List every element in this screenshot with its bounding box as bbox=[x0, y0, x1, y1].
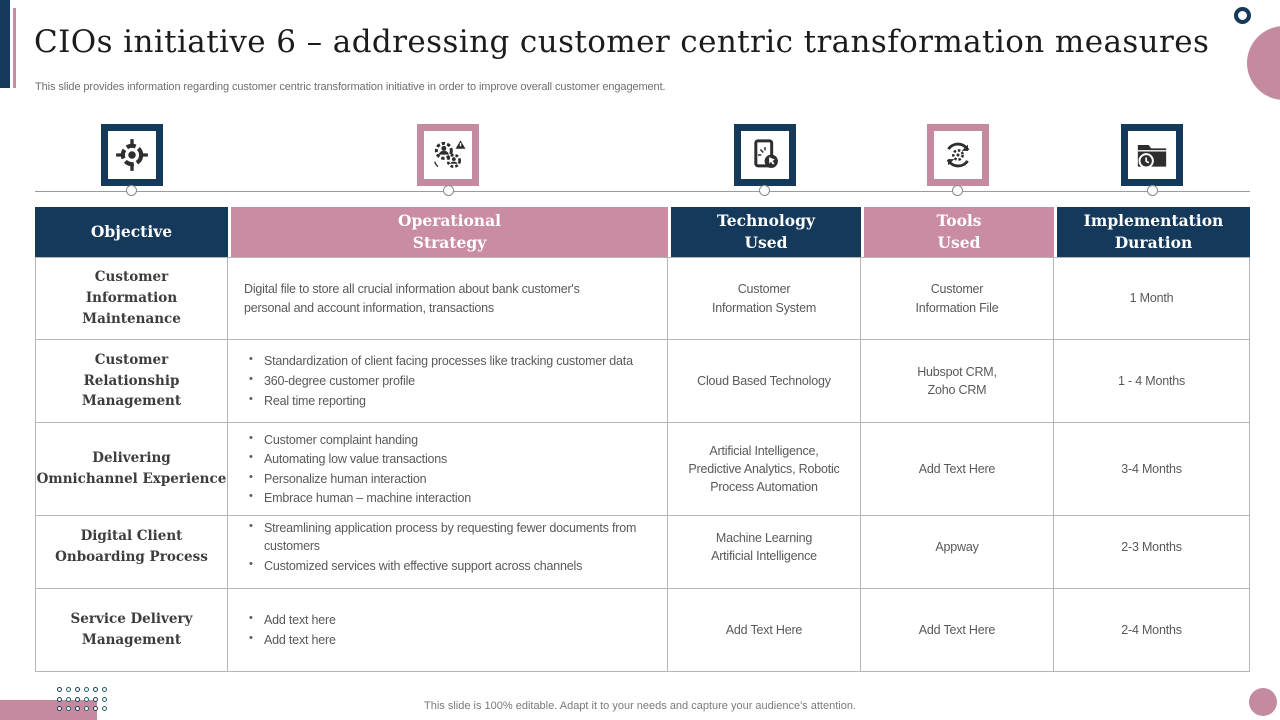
objective-cell: Customer Relationship Management bbox=[35, 340, 228, 423]
table-row: Digital Client Onboarding Process Stream… bbox=[35, 506, 1250, 589]
strategy-bullet: Customized services with effective suppo… bbox=[244, 557, 653, 575]
footer-note: This slide is 100% editable. Adapt it to… bbox=[424, 700, 856, 712]
top-right-circle-decoration bbox=[1247, 26, 1280, 100]
tools-cell: Customer Information File bbox=[861, 257, 1054, 340]
strategy-bullet: Streamlining application process by requ… bbox=[244, 519, 653, 555]
measures-table: Objective Operational Strategy Technolog… bbox=[35, 207, 1250, 672]
timeline-node bbox=[1146, 185, 1158, 196]
table-row: Delivering Omnichannel Experience Custom… bbox=[35, 423, 1250, 516]
tools-cell: Add Text Here bbox=[861, 423, 1054, 516]
strategy-bullet: Customer complaint handing bbox=[244, 431, 471, 449]
strategy-bullet: Add text here bbox=[244, 631, 336, 649]
technology-cell: Add Text Here bbox=[668, 589, 861, 672]
technology-cell: Artificial Intelligence, Predictive Anal… bbox=[668, 423, 861, 516]
tools-cell: Add Text Here bbox=[861, 589, 1054, 672]
objective-cell: Customer Information Maintenance bbox=[35, 257, 228, 340]
technology-cell: Cloud Based Technology bbox=[668, 340, 861, 423]
timeline-node bbox=[952, 185, 963, 196]
header-operational-strategy: Operational Strategy bbox=[228, 207, 668, 257]
strategy-bullet: Automating low value transactions bbox=[244, 450, 471, 468]
strategy-bullet: Standardization of client facing process… bbox=[244, 352, 633, 370]
left-accent-bar bbox=[0, 0, 10, 88]
timeline bbox=[35, 124, 1250, 202]
bottom-left-accent bbox=[0, 700, 97, 720]
strategy-cell: Standardization of client facing process… bbox=[228, 340, 668, 423]
timeline-node bbox=[759, 185, 770, 196]
table-row: Customer Relationship Management Standar… bbox=[35, 340, 1250, 423]
strategy-text: Digital file to store all crucial inform… bbox=[244, 282, 580, 315]
strategy-cell: Streamlining application process by requ… bbox=[228, 506, 668, 589]
header-tools-used: Tools Used bbox=[861, 207, 1054, 257]
header-technology-used: Technology Used bbox=[668, 207, 861, 257]
bottom-right-circle-decoration bbox=[1249, 688, 1277, 716]
left-accent-line bbox=[13, 8, 16, 88]
duration-cell: 2-3 Months bbox=[1054, 506, 1250, 589]
table-row: Service Delivery Management Add text her… bbox=[35, 589, 1250, 672]
strategy-bullet: Embrace human – machine interaction bbox=[244, 489, 471, 507]
duration-cell: 1 - 4 Months bbox=[1054, 340, 1250, 423]
sync-gear-icon bbox=[926, 124, 989, 186]
slide-subtitle: This slide provides information regardin… bbox=[35, 81, 666, 93]
top-right-ring-decoration bbox=[1234, 7, 1251, 24]
timeline-node bbox=[442, 185, 454, 196]
tools-cell: Appway bbox=[861, 506, 1054, 589]
table-row: Customer Information Maintenance Digital… bbox=[35, 257, 1250, 340]
timeline-line bbox=[35, 191, 1250, 192]
technology-cell: Machine Learning Artificial Intelligence bbox=[668, 506, 861, 589]
strategy-bullet: Add text here bbox=[244, 611, 336, 629]
folder-clock-icon bbox=[1121, 124, 1183, 186]
strategy-bullet: Real time reporting bbox=[244, 392, 633, 410]
objective-cell: Digital Client Onboarding Process bbox=[35, 506, 228, 589]
header-implementation-duration: Implementation Duration bbox=[1054, 207, 1250, 257]
slide-title: CIOs initiative 6 – addressing customer … bbox=[34, 24, 1210, 60]
strategy-bullet: Personalize human interaction bbox=[244, 470, 471, 488]
duration-cell: 2-4 Months bbox=[1054, 589, 1250, 672]
strategy-bullet: 360-degree customer profile bbox=[244, 372, 633, 390]
duration-cell: 1 Month bbox=[1054, 257, 1250, 340]
gears-users-alert-icon bbox=[417, 124, 479, 186]
header-objective: Objective bbox=[35, 207, 228, 257]
objective-cell: Service Delivery Management bbox=[35, 589, 228, 672]
strategy-cell: Digital file to store all crucial inform… bbox=[228, 257, 668, 340]
target-icon bbox=[100, 124, 163, 186]
table-header-row: Objective Operational Strategy Technolog… bbox=[35, 207, 1250, 257]
technology-cell: Customer Information System bbox=[668, 257, 861, 340]
tools-cell: Hubspot CRM, Zoho CRM bbox=[861, 340, 1054, 423]
timeline-node bbox=[126, 185, 137, 196]
duration-cell: 3-4 Months bbox=[1054, 423, 1250, 516]
objective-cell: Delivering Omnichannel Experience bbox=[35, 423, 228, 516]
dots-pattern-decoration bbox=[57, 687, 111, 716]
tablet-touch-icon bbox=[733, 124, 796, 186]
strategy-cell: Customer complaint handingAutomating low… bbox=[228, 423, 668, 516]
